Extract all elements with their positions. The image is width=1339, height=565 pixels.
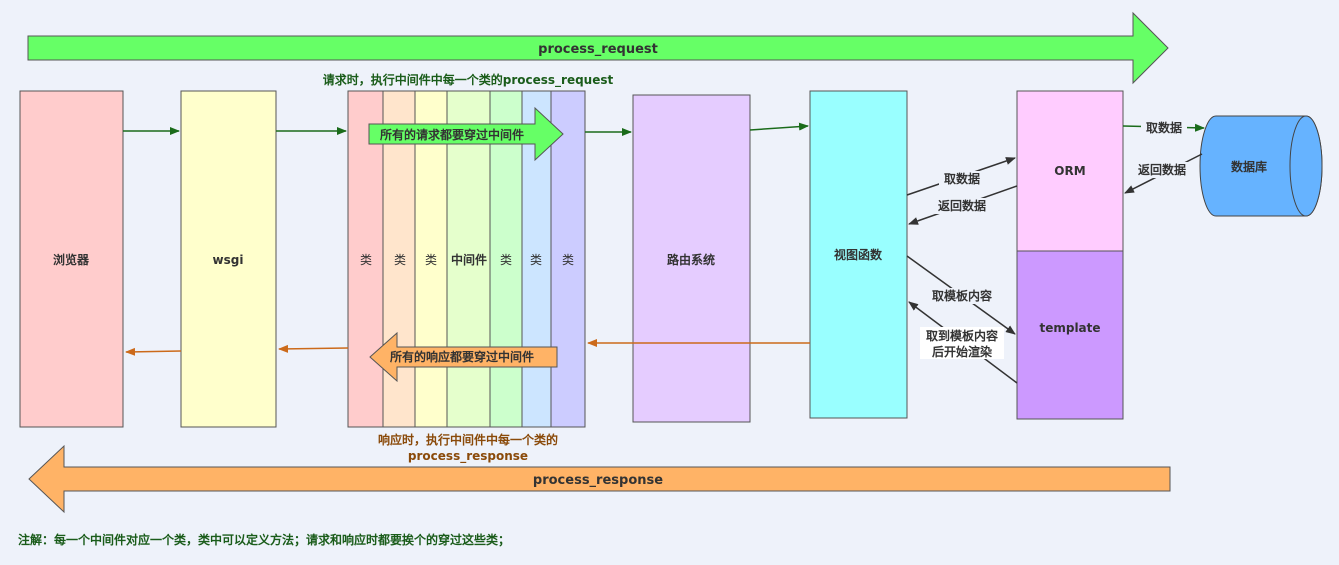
request-pass-arrow — [368, 106, 564, 162]
response-caption-line-2: process_response — [408, 449, 528, 464]
middleware-stripe-label-6: 类 — [530, 253, 542, 267]
process-response-arrow — [28, 444, 1171, 514]
middleware-stripe-5 — [489, 90, 523, 428]
response-pass-arrow — [369, 331, 558, 383]
template-render-label-1: 取到模板内容 — [926, 328, 998, 343]
middleware-stripe-3 — [414, 90, 448, 428]
orm-return-label: 返回数据 — [938, 198, 986, 213]
template-label: template — [1039, 321, 1100, 335]
middleware-stripe-label-1: 类 — [360, 253, 372, 267]
browser-label: 浏览器 — [53, 252, 90, 267]
middleware-stripe-label-3: 类 — [425, 253, 437, 267]
template-box — [1016, 250, 1124, 420]
middleware-stripe-4 — [446, 90, 491, 428]
template-fetch-label: 取模板内容 — [932, 288, 992, 303]
browser-box — [19, 90, 124, 428]
orm-box — [1016, 90, 1124, 252]
wsgi-to-browser-return-arrow — [125, 347, 182, 356]
footer-note: 注解：每一个中间件对应一个类，类中可以定义方法；请求和响应时都要挨个的穿过这些类… — [18, 532, 510, 547]
middleware-stripe-label-7: 类 — [562, 253, 574, 267]
router-label: 路由系统 — [667, 252, 715, 267]
router-to-view-arrow — [749, 122, 809, 131]
middleware-stripe-label-5: 类 — [500, 253, 512, 267]
db-return-label: 返回数据 — [1138, 162, 1186, 177]
middleware-to-wsgi-return-arrow — [278, 344, 349, 353]
view-label: 视图函数 — [834, 247, 883, 262]
template-render-label-2: 后开始渲染 — [932, 344, 993, 359]
response-pass-label: 所有的响应都要穿过中间件 — [390, 349, 534, 364]
router-box — [632, 94, 751, 423]
view-box — [809, 90, 908, 419]
request-pass-label: 所有的请求都要穿过中间件 — [380, 127, 524, 142]
request-caption: 请求时，执行中间件中每一个类的process_request — [323, 72, 614, 88]
middleware-block: 类 类 类 中间件 类 类 类 — [347, 90, 586, 428]
middleware-stripe-label-2: 类 — [394, 253, 406, 267]
database-cylinder — [1199, 115, 1323, 217]
db-fetch-label: 取数据 — [1146, 120, 1182, 135]
wsgi-box — [180, 90, 277, 428]
process-request-label: process_request — [538, 42, 658, 57]
response-caption-line-1: 响应时，执行中间件中每一个类的 — [378, 432, 558, 447]
process-response-label: process_response — [533, 473, 663, 488]
wsgi-label: wsgi — [213, 253, 244, 267]
orm-label: ORM — [1054, 164, 1085, 178]
database-label: 数据库 — [1231, 159, 1267, 174]
orm-fetch-label: 取数据 — [944, 171, 980, 186]
middleware-stripe-7 — [550, 90, 586, 428]
process-request-arrow — [27, 11, 1169, 85]
middleware-stripe-label-4: 中间件 — [451, 252, 487, 267]
